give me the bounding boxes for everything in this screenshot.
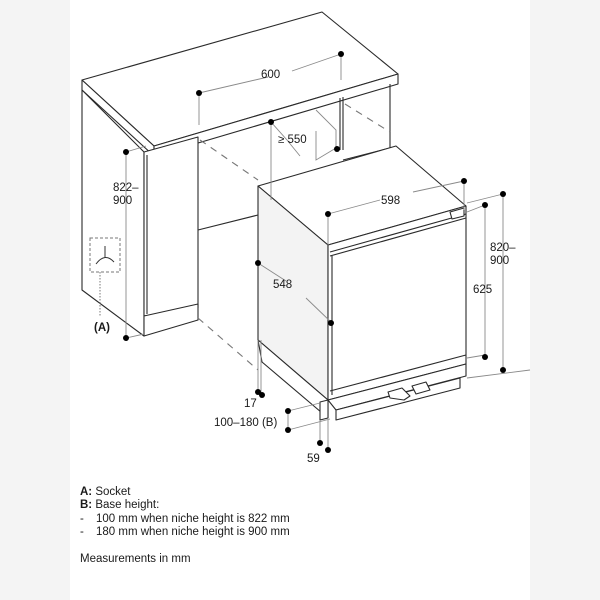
- dim-plinth-depth: 59: [307, 453, 320, 465]
- dim-niche-height-line2: 900: [113, 195, 132, 207]
- dim-niche-depth: ≥ 550: [278, 134, 307, 146]
- dim-appliance-height-line1: 820–: [490, 242, 516, 254]
- socket-icon: [89, 237, 121, 316]
- niche-back-outline: [197, 103, 391, 371]
- dim-door-height: 625: [473, 284, 492, 296]
- dimension-lines: [125, 53, 531, 450]
- dim-appliance-depth: 548: [273, 279, 292, 291]
- dim-niche-height-line1: 822–: [113, 182, 139, 194]
- dim-countertop-width: 600: [261, 69, 280, 81]
- legend-item-900: -180 mm when niche height is 900 mm: [80, 526, 290, 539]
- dim-appliance-width: 598: [381, 195, 400, 207]
- dim-base-height: 100–180 (B): [214, 417, 277, 429]
- units-note: Measurements in mm: [80, 552, 191, 565]
- appliance: [257, 145, 467, 421]
- legend-item-822: -100 mm when niche height is 822 mm: [80, 512, 290, 525]
- dimension-dots: [123, 51, 506, 453]
- legend-a: A: Socket: [80, 486, 131, 498]
- socket-label: (A): [94, 322, 110, 334]
- dim-side-offset: 17: [244, 398, 257, 410]
- legend-b: B: Base height:: [80, 499, 160, 512]
- legend: A: Socket B: Base height: -100 mm when n…: [80, 486, 500, 566]
- dim-appliance-height-line2: 900: [490, 255, 509, 267]
- countertop: [81, 11, 399, 157]
